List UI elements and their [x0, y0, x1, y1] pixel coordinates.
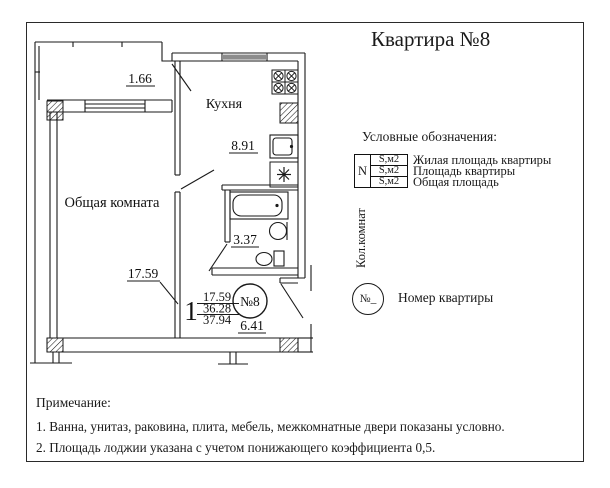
kitchen-area: 8.91	[231, 138, 255, 153]
drawing-title: Квартира №8	[371, 27, 491, 51]
bathtub-icon	[229, 191, 289, 220]
apartment-number-symbol-label: Номер квартиры	[398, 290, 494, 305]
rooms-count: 1	[184, 296, 198, 326]
apartment-summary: 1 17.59 36.28 37.94	[184, 290, 239, 327]
columns	[46, 100, 299, 353]
notes-heading: Примечание:	[36, 395, 111, 410]
legend-row-label: Общая площадь	[413, 174, 499, 189]
legend-rooms-count-cell: N	[354, 154, 371, 188]
apartment-number-bubble: №8	[232, 283, 268, 319]
washbasin-icon	[268, 221, 288, 241]
loggia-area: 1.66	[128, 71, 152, 86]
bathroom-door-leaf	[208, 243, 228, 272]
toilet-icon	[255, 250, 285, 267]
bathroom-walls	[208, 184, 298, 276]
partitions-and-doors	[171, 61, 304, 338]
living-area-value: 17.59	[203, 290, 231, 304]
apartment-number: №8	[240, 294, 260, 309]
living-room-leader-line	[159, 281, 179, 305]
note-item: 2. Площадь лоджии указана с учетом пониж…	[36, 440, 436, 455]
loggia-door-leaf	[171, 63, 192, 92]
legend-area-cell: S,м2	[370, 176, 408, 188]
legend-row-label: Площадь квартиры	[413, 163, 516, 178]
drawing-frame	[26, 22, 584, 462]
room-door-leaf	[180, 169, 215, 190]
kitchen-window-glass	[222, 54, 267, 60]
legend-heading: Условные обозначения:	[362, 129, 498, 144]
apartment-number-symbol: №_	[352, 283, 384, 315]
plan-labels: 1.66 Кухня 8.91 Общая комната 17.59 3.37…	[65, 71, 266, 334]
outer-walls	[30, 41, 313, 365]
living-room-label: Общая комната	[65, 195, 161, 211]
apartment-area-value: 36.28	[203, 302, 231, 316]
legend-rooms-count-axis-label: Кол.комнат	[354, 208, 368, 268]
kitchen-label: Кухня	[206, 97, 243, 112]
hall-area: 6.41	[240, 318, 264, 333]
note-item: 1. Ванна, унитаз, раковина, плита, мебел…	[36, 419, 505, 434]
fridge-snowflake-icon	[269, 161, 299, 188]
total-area-value: 37.94	[203, 313, 232, 327]
stove-icon	[271, 69, 299, 95]
legend-row-label: Жилая площадь квартиры	[413, 152, 552, 167]
notes-section: Примечание: 1. Ванна, унитаз, раковина, …	[36, 395, 576, 458]
legend-row: S,м2 Жилая площадь квартиры	[370, 152, 552, 167]
entry-door-leaf	[280, 283, 304, 319]
legend-table: N S,м2 Жилая площадь квартиры S,м2 Площа…	[354, 152, 552, 189]
legend-row: S,м2 Общая площадь	[370, 174, 551, 189]
bathroom-area: 3.37	[233, 232, 257, 247]
living-room-area: 17.59	[128, 266, 159, 281]
kitchen-sink-icon	[269, 134, 299, 159]
kitchen-counter-hatch	[279, 102, 299, 124]
